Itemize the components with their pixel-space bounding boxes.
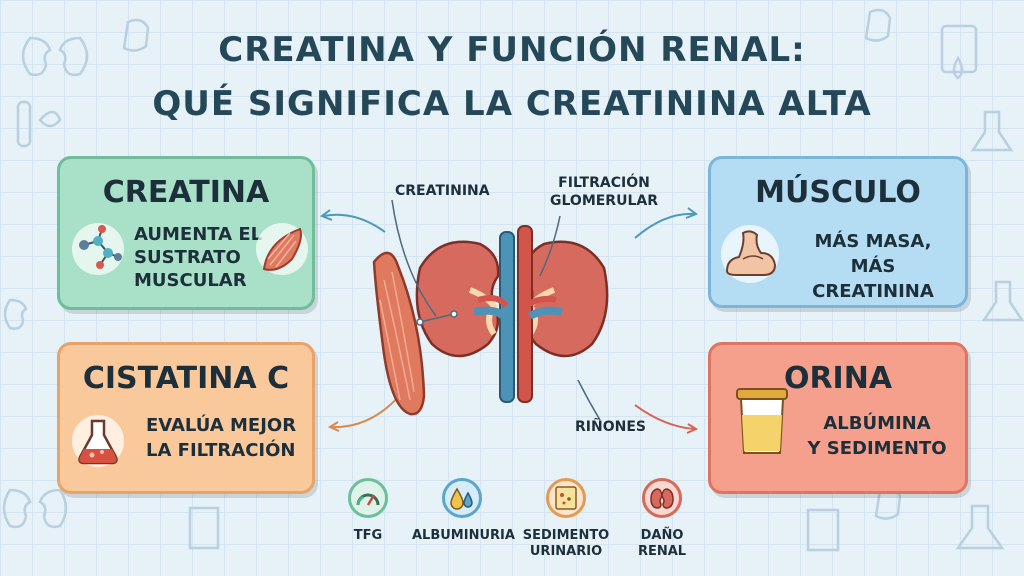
arrow-to-musculo (634, 212, 696, 239)
card-musculo: MÚSCULO MÁS MASA, MÁS CREATININA (708, 156, 968, 308)
bottom-item-tfg: TFG (318, 478, 418, 544)
muscle-illustration (372, 251, 426, 416)
label-rinones: RIÑONES (575, 419, 646, 435)
label-filtracion-line1: FILTRACIÓN (558, 175, 650, 191)
card-musculo-heading: MÚSCULO (755, 175, 921, 210)
page-title-line2: QUÉ SIGNIFICA LA CREATININA ALTA (152, 84, 872, 124)
bottom-item-dano-renal: DAÑO RENAL (612, 478, 712, 560)
bottom-item-sedimento-line1: SEDIMENTO (522, 528, 610, 543)
label-filtracion-glomerular: FILTRACIÓN GLOMERULAR (550, 174, 658, 210)
card-creatina: CREATINA AUMENTA EL SUSTRATO MUSCULAR (57, 156, 315, 310)
page-title-line1: CREATINA Y FUNCIÓN RENAL: (218, 30, 806, 70)
bottom-item-dano-line1: DAÑO (640, 528, 684, 543)
microscope-slide-icon (546, 478, 586, 518)
bottom-item-dano-label: DAÑO RENAL (612, 528, 712, 560)
card-musculo-line2: MÁS CREATININA (812, 256, 934, 302)
card-creatina-line3: MUSCULAR (134, 270, 247, 291)
bottom-item-sedimento-line2: URINARIO (529, 544, 603, 559)
bottom-item-sedimento: SEDIMENTO URINARIO (516, 478, 616, 560)
card-creatina-line1: AUMENTA EL (134, 224, 263, 245)
arrow-to-creatina (322, 213, 386, 233)
flexed-arm-icon (721, 225, 779, 283)
bottom-item-sedimento-label: SEDIMENTO URINARIO (516, 528, 616, 560)
card-creatina-heading: CREATINA (102, 175, 270, 210)
card-orina-line2: Y SEDIMENTO (807, 438, 947, 459)
card-cistatina: CISTATINA C EVALÚA MEJOR LA FILTRACIÓN (57, 342, 315, 494)
gauge-icon (348, 478, 388, 518)
card-orina-heading: ORINA (783, 361, 893, 396)
muscle-fiber-icon (256, 223, 308, 275)
label-creatinina: CREATININA (395, 183, 490, 199)
kidney-icon (642, 478, 682, 518)
card-orina-line1: ALBÚMINA (823, 413, 931, 434)
urine-cup-icon (733, 385, 791, 457)
card-cistatina-line1: EVALÚA MEJOR (146, 415, 297, 436)
bottom-item-dano-line2: RENAL (637, 544, 687, 559)
flask-icon (72, 415, 124, 467)
label-filtracion-line2: GLOMERULAR (550, 193, 658, 209)
card-cistatina-line2: LA FILTRACIÓN (146, 440, 296, 461)
arrow-to-cistatina (329, 394, 401, 429)
bottom-item-albuminuria-label: ALBUMINURIA (412, 528, 515, 543)
bottom-item-albuminuria: ALBUMINURIA (412, 478, 515, 544)
bottom-item-tfg-label: TFG (353, 528, 383, 543)
arrow-to-orina (634, 404, 696, 430)
droplets-icon (442, 478, 482, 518)
card-musculo-line1: MÁS MASA, (814, 231, 932, 252)
card-cistatina-heading: CISTATINA C (82, 361, 290, 396)
card-creatina-line2: SUSTRATO (134, 247, 241, 268)
card-orina: ORINA ALBÚMINA Y SEDIMENTO (708, 342, 968, 494)
molecule-icon (72, 223, 124, 275)
